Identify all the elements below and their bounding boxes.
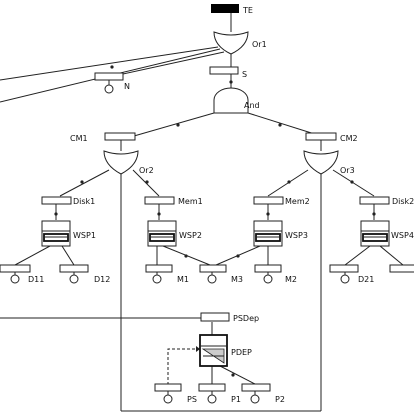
top-event-label: TE — [242, 6, 253, 15]
or1-label: Or1 — [252, 40, 267, 49]
or-gate-or1[interactable]: Or1 — [213, 31, 267, 55]
n-label: N — [124, 82, 130, 91]
basic-event-p1[interactable]: P1 — [198, 383, 241, 404]
event-cm2[interactable]: CM2 — [305, 132, 358, 143]
basic-event-p2[interactable]: P2 — [241, 383, 285, 404]
spare-gate-wsp2[interactable]: WSP2 — [147, 220, 202, 247]
event-psdep[interactable]: PSDep — [200, 312, 259, 323]
event-s[interactable]: S — [209, 66, 247, 79]
event-disk1[interactable]: Disk1 — [41, 196, 95, 206]
cm2-label: CM2 — [340, 134, 358, 143]
wsp2-label: WSP2 — [179, 231, 202, 240]
spare-gate-wsp4[interactable]: WSP4 — [360, 220, 414, 247]
basic-event-d22[interactable] — [389, 264, 414, 273]
disk2-label: Disk2 — [392, 197, 414, 206]
wsp4-label: WSP4 — [391, 231, 414, 240]
wsp3-label: WSP3 — [285, 231, 308, 240]
basic-event-m1[interactable]: M1 — [145, 264, 189, 284]
ps-label: PS — [187, 395, 197, 404]
cm1-label: CM1 — [70, 134, 88, 143]
basic-event-d12[interactable]: D12 — [59, 264, 110, 284]
top-event[interactable]: TE — [211, 4, 253, 15]
disk1-label: Disk1 — [73, 197, 95, 206]
and-label: And — [244, 101, 260, 110]
or-gate-or2[interactable]: Or2 — [103, 150, 154, 175]
m2-label: M2 — [285, 275, 297, 284]
d21-label: D21 — [358, 275, 374, 284]
event-mem2[interactable]: Mem2 — [253, 196, 310, 206]
or2-label: Or2 — [139, 166, 154, 175]
basic-event-ps[interactable]: PS — [154, 383, 197, 404]
basic-event-m2[interactable]: M2 — [254, 264, 297, 284]
or3-label: Or3 — [340, 166, 355, 175]
s-label: S — [242, 70, 247, 79]
wsp1-label: WSP1 — [73, 231, 96, 240]
spare-gate-pdep[interactable]: PDEP — [199, 334, 252, 367]
spare-gate-wsp1[interactable]: WSP1 — [41, 220, 96, 247]
basic-event-m3[interactable]: M3 — [199, 264, 243, 284]
m3-label: M3 — [231, 275, 243, 284]
m1-label: M1 — [177, 275, 189, 284]
event-disk2[interactable]: Disk2 — [359, 196, 414, 206]
d11-label: D11 — [28, 275, 44, 284]
event-n[interactable]: N — [94, 72, 130, 94]
mem2-label: Mem2 — [285, 197, 310, 206]
p2-label: P2 — [275, 395, 285, 404]
basic-event-d21[interactable]: D21 — [329, 264, 374, 284]
or-gate-or3[interactable]: Or3 — [303, 150, 355, 175]
and-gate[interactable]: And — [213, 87, 260, 114]
p1-label: P1 — [231, 395, 241, 404]
psdep-label: PSDep — [233, 314, 259, 323]
event-cm1[interactable]: CM1 — [70, 132, 136, 143]
basic-event-d11[interactable]: D11 — [0, 264, 44, 284]
mem1-label: Mem1 — [178, 197, 203, 206]
pdep-label: PDEP — [231, 348, 252, 357]
event-mem1[interactable]: Mem1 — [144, 196, 203, 206]
d12-label: D12 — [94, 275, 110, 284]
spare-gate-wsp3[interactable]: WSP3 — [253, 220, 308, 247]
connector-arrow-dots — [54, 65, 376, 377]
